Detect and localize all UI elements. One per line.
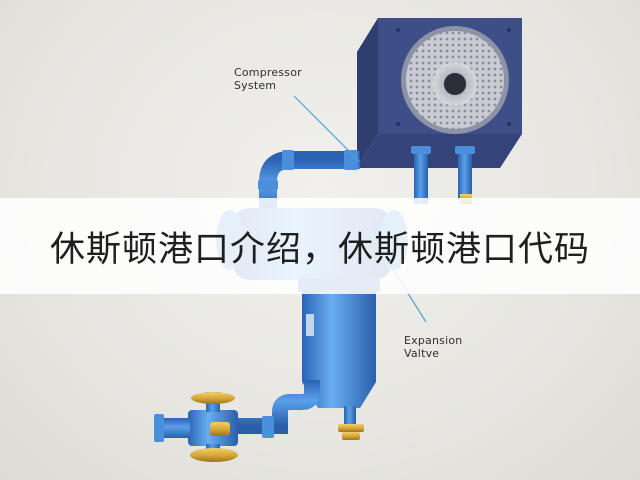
pipe-joint (258, 180, 278, 190)
valve-end-cap (154, 414, 164, 442)
outlet-pipe-left (414, 148, 428, 204)
expansion-label-line2: Valtve (404, 347, 440, 360)
compressor-unit (357, 18, 522, 168)
expansion-label-line1: Expansion (404, 334, 463, 347)
title-banner: 休斯顿港口介绍，休斯顿港口代码 (0, 198, 640, 294)
compressor-label-line1: Compressor (234, 66, 302, 79)
pipe-joint (344, 150, 358, 170)
box-bolt (395, 121, 401, 127)
box-bolt (506, 27, 512, 33)
compressor-label-line2: System (234, 79, 277, 92)
receiver-tank (298, 278, 380, 440)
valve-handwheel-bottom (190, 448, 238, 462)
tank-label-plate (306, 314, 314, 336)
compressor-leader-line (293, 95, 361, 163)
box-bolt (395, 27, 401, 33)
valve-inlet-pipe (160, 418, 190, 438)
box-bolt (506, 121, 512, 127)
pipe-collar (455, 146, 475, 154)
pipe-collar (411, 146, 431, 154)
valve-side-fitting (210, 422, 230, 436)
tank-drain-fitting (342, 432, 360, 440)
pipe-joint (262, 416, 274, 438)
fan-hub (444, 73, 466, 95)
tank-cone (302, 382, 376, 408)
outlet-pipe-right (458, 148, 472, 200)
tank-outlet (344, 406, 356, 424)
liquid-line (232, 380, 320, 438)
tank-drain-fitting (338, 424, 364, 432)
compressor-outlet-pipes (411, 146, 475, 204)
suction-pipe (258, 150, 360, 214)
expansion-valve-label: Expansion Valtve (404, 334, 462, 360)
banner-title: 休斯顿港口介绍，休斯顿港口代码 (49, 229, 590, 270)
valve-handwheel-top (191, 392, 235, 404)
tank-body (302, 290, 376, 382)
compressor-system-label: Compressor System (234, 66, 302, 92)
liquid-line-path (232, 380, 320, 434)
expansion-valve-assembly (154, 392, 238, 462)
compressor-box-side (357, 18, 378, 168)
compressor-box-bottom (357, 134, 522, 168)
pipe-joint (282, 150, 294, 170)
